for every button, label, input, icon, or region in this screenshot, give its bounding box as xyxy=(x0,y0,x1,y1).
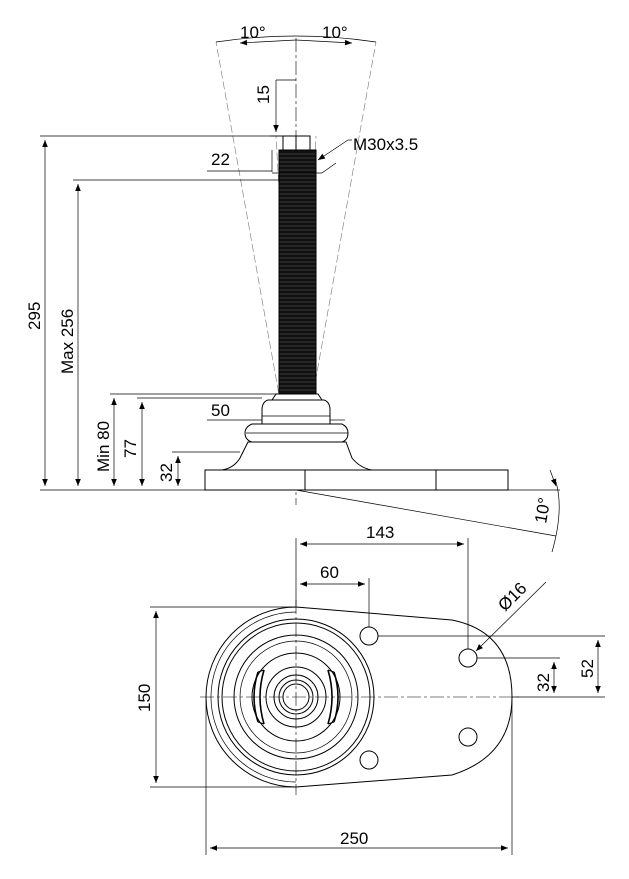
hole-spacing-label: 143 xyxy=(366,523,394,542)
dim-22-label: 22 xyxy=(211,150,230,169)
dim-50-label: 50 xyxy=(211,401,230,420)
height-150-label: 150 xyxy=(135,684,154,712)
angle-left-label: 10° xyxy=(240,23,266,42)
tilt-angle-label: 10° xyxy=(531,496,554,525)
dim-32-front-label: 32 xyxy=(157,463,176,482)
dim-60-label: 60 xyxy=(320,563,339,582)
overall-height-label: 295 xyxy=(25,302,44,330)
hole-diameter-label: Ø16 xyxy=(494,579,530,615)
dim-15-label: 15 xyxy=(254,85,273,104)
thread-label: M30x3.5 xyxy=(353,135,418,154)
angle-right-label: 10° xyxy=(322,23,348,42)
front-view xyxy=(40,35,560,553)
plan-view xyxy=(150,538,605,855)
max-height-label: Max 256 xyxy=(58,309,77,374)
min-height-label: Min 80 xyxy=(94,421,113,472)
width-250-label: 250 xyxy=(340,829,368,848)
dim-52-label: 52 xyxy=(578,659,597,678)
dim-77-label: 77 xyxy=(121,439,140,458)
threaded-rod xyxy=(278,149,317,395)
dim-32-plan-label: 32 xyxy=(534,673,553,692)
